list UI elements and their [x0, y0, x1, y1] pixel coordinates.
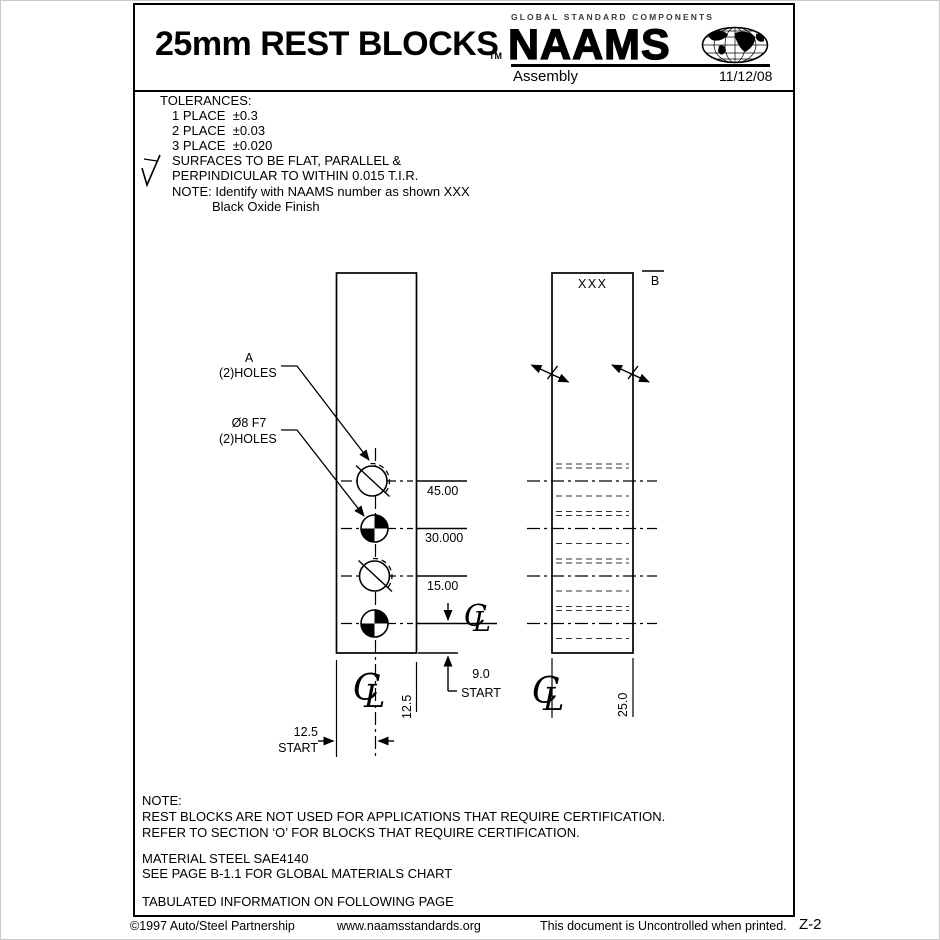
- hole-counterbore-top: [355, 462, 391, 498]
- trademark-mark: TM: [489, 51, 502, 61]
- dim-12-5-height: 12.5: [400, 694, 414, 719]
- page-title: 25mm REST BLOCKS: [155, 25, 499, 63]
- id-note-line1: NOTE: Identify with NAAMS number as show…: [172, 184, 470, 199]
- tolerances-heading: TOLERANCES:: [160, 93, 252, 108]
- hole-counterbore-lower: [358, 557, 393, 593]
- header-divider: [135, 90, 793, 92]
- side-view-hidden-lines: [556, 463, 629, 640]
- footer-disclaimer: This document is Uncontrolled when print…: [540, 919, 787, 933]
- dim-9: 9.0: [472, 667, 490, 681]
- material-line2: SEE PAGE B-1.1 FOR GLOBAL MATERIALS CHAR…: [142, 866, 453, 881]
- brand-wordmark: NAAMS: [507, 20, 671, 69]
- page-code: Z-2: [799, 916, 822, 933]
- side-view-dimensions: [551, 270, 664, 718]
- note-line1: REST BLOCKS ARE NOT USED FOR APPLICATION…: [142, 809, 666, 824]
- front-view-dimensions: [318, 480, 497, 757]
- assembly-label: Assembly: [513, 68, 579, 85]
- label-dia8-holes: (2)HOLES: [219, 432, 277, 446]
- surface-note-line1: SURFACES TO BE FLAT, PARALLEL &: [172, 153, 402, 168]
- front-view-centerlines: [341, 448, 413, 757]
- surface-note-line2: PERPINDICULAR TO WITHIN 0.015 T.I.R.: [172, 168, 419, 183]
- notes-heading: NOTE:: [142, 793, 182, 808]
- brand-tagline: GLOBAL STANDARD COMPONENTS: [511, 12, 715, 22]
- revision-date: 11/12/08: [719, 68, 773, 84]
- part-mark-xxx: XXX: [578, 277, 608, 291]
- globe-continents: [708, 30, 765, 55]
- datum-b-label: B: [650, 274, 660, 288]
- hole-target-upper: [360, 514, 389, 543]
- hole-target-start: [360, 609, 389, 638]
- front-view-outline: [335, 272, 418, 654]
- dim-30: 30.000: [425, 531, 464, 545]
- note-line2: REFER TO SECTION ‘O’ FOR BLOCKS THAT REQ…: [142, 825, 580, 840]
- id-note-line2: Black Oxide Finish: [212, 199, 320, 214]
- label-a-holes: (2)HOLES: [219, 366, 277, 380]
- tolerance-place-3: 3 PLACE ±0.020: [172, 138, 273, 153]
- dim-25: 25.0: [616, 692, 630, 717]
- footer-copyright: ©1997 Auto/Steel Partnership: [130, 919, 295, 933]
- globe-icon: [701, 26, 769, 64]
- dim-12-5: 12.5: [293, 725, 318, 739]
- dim-15: 15.00: [427, 579, 459, 593]
- label-a: A: [244, 351, 254, 365]
- tabulated-note: TABULATED INFORMATION ON FOLLOWING PAGE: [142, 894, 454, 909]
- dim-12-5-start-label: START: [278, 741, 318, 755]
- sheet-border: [133, 3, 795, 917]
- surface-finish-icon: [141, 154, 161, 188]
- brand-underline: [511, 64, 770, 67]
- dim-45: 45.00: [427, 484, 459, 498]
- tolerance-place-2: 2 PLACE ±0.03: [172, 123, 266, 138]
- footer-website: www.naamsstandards.org: [337, 919, 481, 933]
- label-dia8-f7: Ø8 F7: [231, 416, 267, 430]
- material-line1: MATERIAL STEEL SAE4140: [142, 851, 309, 866]
- tolerance-place-1: 1 PLACE ±0.3: [172, 108, 258, 123]
- side-view-centerlines: [527, 480, 657, 625]
- leader-lines: [281, 365, 370, 517]
- dim-9-start-label: START: [461, 686, 501, 700]
- side-view-outline: [551, 272, 634, 654]
- side-view-break-marks: [530, 364, 650, 383]
